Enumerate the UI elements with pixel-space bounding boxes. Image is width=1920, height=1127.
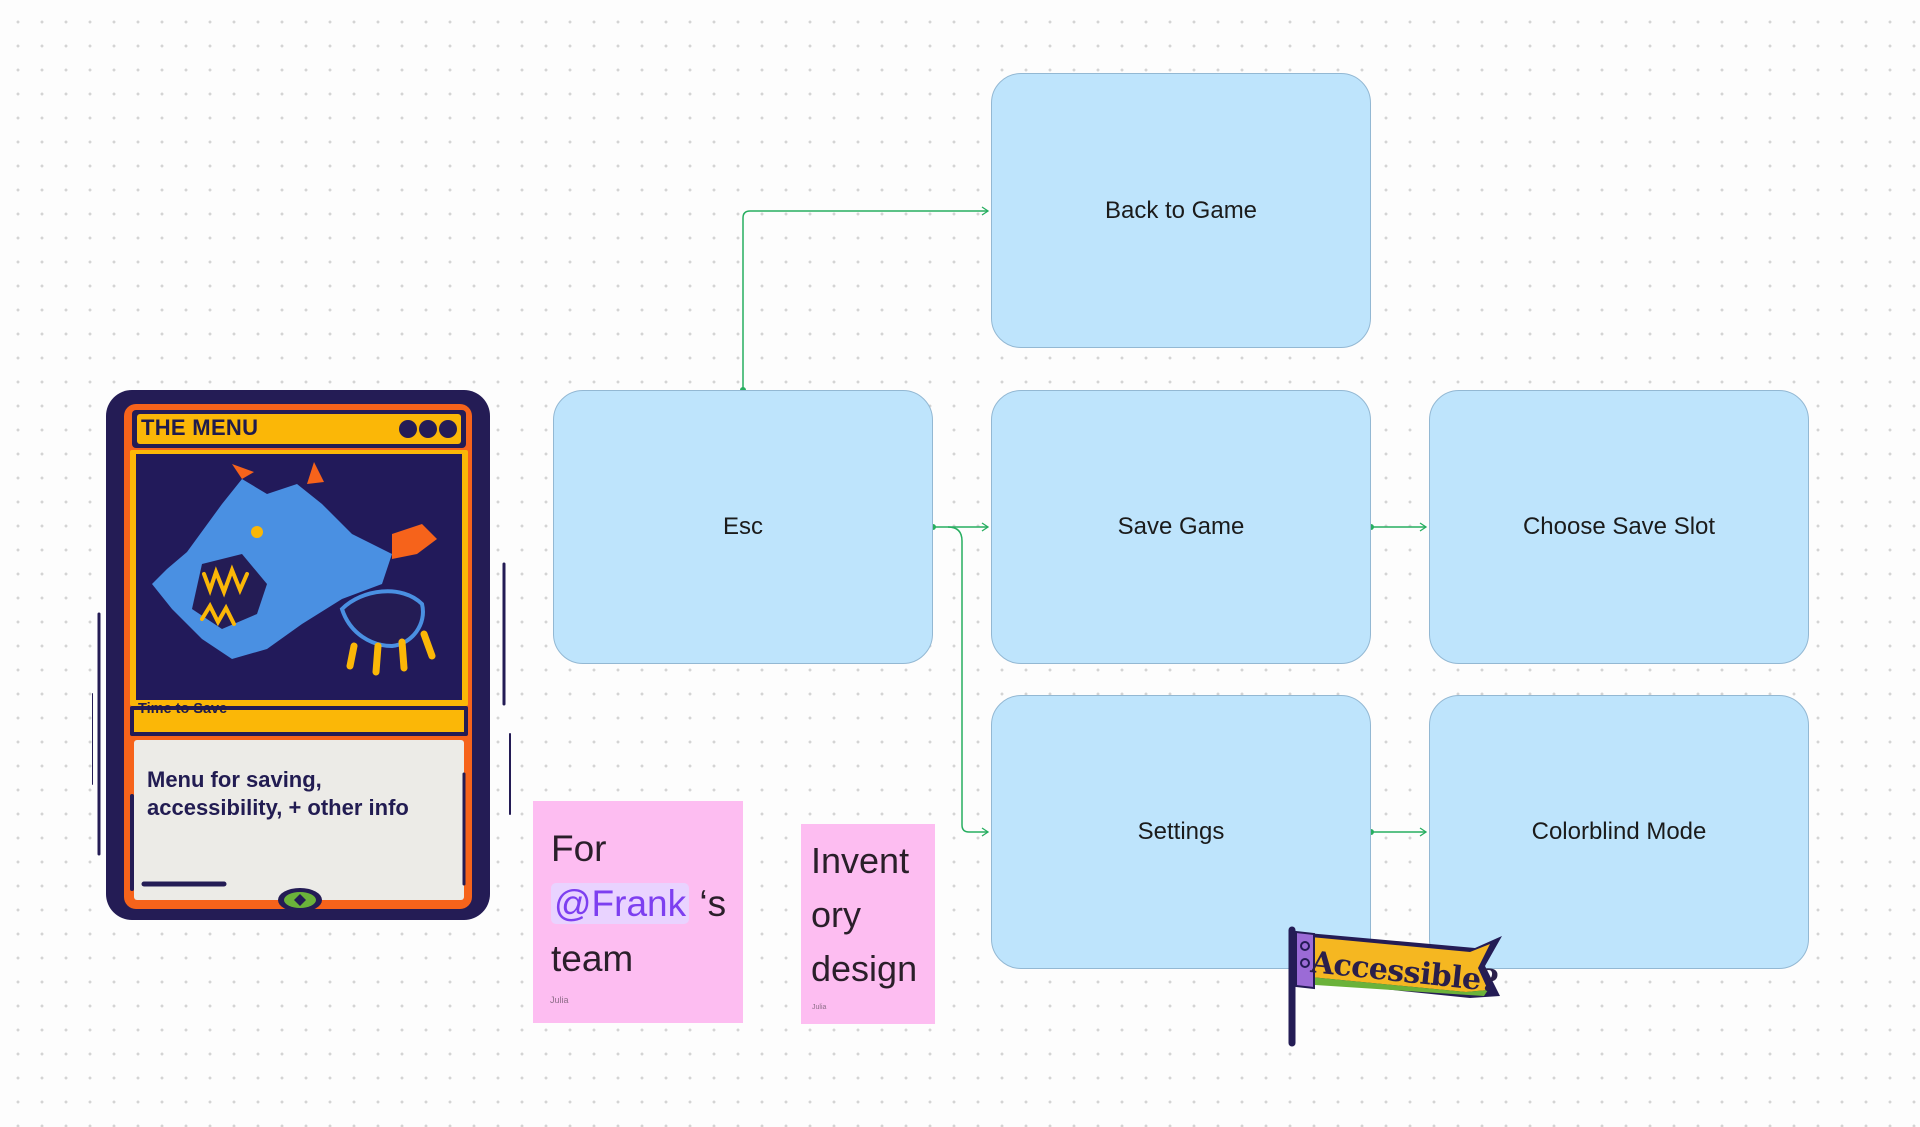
dot-icon — [439, 420, 457, 438]
node-label: Esc — [722, 513, 763, 540]
the-menu-card[interactable] — [92, 384, 512, 924]
node-label: Back to Game — [1104, 196, 1258, 224]
node-settings[interactable]: Settings — [991, 695, 1371, 969]
wolf-illustration — [152, 462, 437, 676]
node-back-to-game[interactable]: Back to Game — [991, 73, 1371, 348]
sticky-text: For — [551, 828, 607, 869]
node-label: Save Game — [1117, 513, 1245, 540]
card-body: Menu for saving, accessibility, + other … — [147, 767, 409, 820]
sticky-note-inventory-design[interactable]: Invent ory design Julia — [801, 824, 935, 1024]
node-save-game[interactable]: Save Game — [991, 390, 1371, 664]
accessible-flag-sticker[interactable] — [1280, 918, 1510, 1048]
dot-icon — [399, 420, 417, 438]
card-caption: Time to Save — [138, 701, 228, 717]
dot-icon — [419, 420, 437, 438]
sticky-author: Julia — [550, 995, 569, 1005]
node-label: Choose Save Slot — [1522, 513, 1716, 540]
node-label: Colorblind Mode — [1531, 818, 1707, 845]
edge-esc-back-to-game — [742, 206, 990, 390]
edge-esc-settings — [947, 526, 990, 837]
sticky-text: ory — [811, 894, 862, 935]
card-title: THE MENU — [141, 415, 259, 440]
sticky-text: design — [811, 948, 918, 989]
mention-tag[interactable]: @Frank — [551, 883, 690, 924]
node-choose-save-slot[interactable]: Choose Save Slot — [1429, 390, 1809, 664]
sticky-note-frank-team[interactable]: For @Frank ‘s team Julia — [533, 801, 743, 1023]
sticky-text: ‘s — [689, 883, 727, 924]
node-label: Settings — [1137, 818, 1225, 845]
sticky-text: Invent — [811, 840, 910, 881]
node-esc[interactable]: Esc — [553, 390, 933, 664]
sticky-text: team — [551, 938, 634, 979]
node-colorblind-mode[interactable]: Colorblind Mode — [1429, 695, 1809, 969]
sticky-author: Julia — [812, 1004, 827, 1011]
